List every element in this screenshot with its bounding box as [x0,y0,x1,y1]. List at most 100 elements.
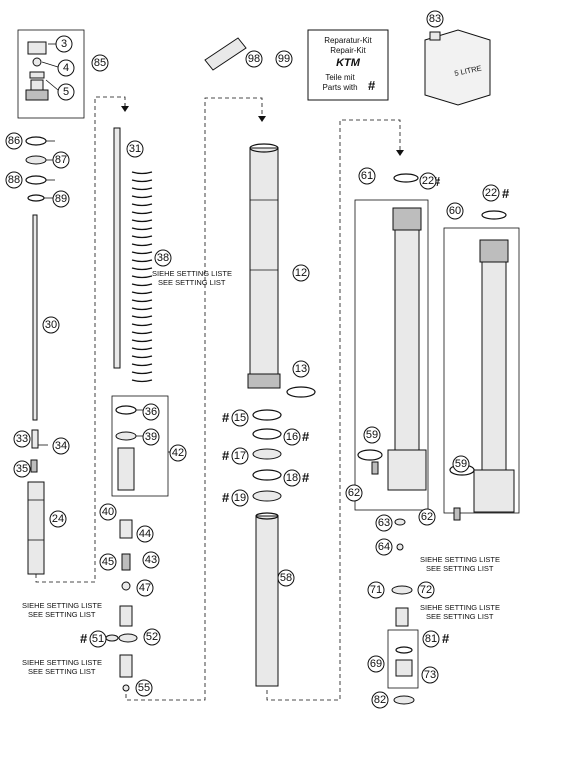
callout-88: 88 [5,171,23,189]
hash-marker-22b: # [502,186,510,201]
hash-marker-15: # [222,410,230,425]
callout-85: 85 [91,54,109,72]
svg-text:36: 36 [145,406,157,418]
svg-text:88: 88 [8,174,20,186]
svg-text:16: 16 [286,431,298,443]
callout-62a: 62 [345,484,363,502]
svg-text:31: 31 [129,143,141,155]
svg-text:81: 81 [425,633,437,645]
svg-text:SEE SETTING LIST: SEE SETTING LIST [28,667,96,676]
callout-81: 81 [422,630,440,648]
svg-text:SEE SETTING LIST: SEE SETTING LIST [426,564,494,573]
callout-42: 42 [169,444,187,462]
kit-line-1: Reparatur-Kit [324,36,372,45]
fork-leg-60 [443,210,520,521]
ktm-logo: KTM [336,57,361,69]
callout-82: 82 [371,691,389,709]
svg-text:62: 62 [421,511,433,523]
svg-text:12: 12 [295,267,307,279]
callout-61: 61 [358,167,376,185]
svg-text:SEE SETTING LIST: SEE SETTING LIST [426,612,494,621]
hash-marker-17: # [222,448,230,463]
callout-39: 39 [142,428,160,446]
callout-17: 17 [231,447,249,465]
outer-tube-column [247,119,404,701]
svg-text:SIEHE SETTING LISTE: SIEHE SETTING LISTE [152,269,232,278]
svg-text:15: 15 [234,412,246,424]
svg-text:55: 55 [138,682,150,694]
callout-19: 19 [231,489,249,507]
svg-text:38: 38 [157,252,169,264]
svg-text:40: 40 [102,506,114,518]
svg-text:SIEHE SETTING LISTE: SIEHE SETTING LISTE [22,601,102,610]
svg-text:4: 4 [63,62,69,74]
svg-text:71: 71 [370,584,382,596]
svg-text:44: 44 [139,528,151,540]
svg-text:SIEHE SETTING LISTE: SIEHE SETTING LISTE [22,658,102,667]
svg-text:73: 73 [424,669,436,681]
svg-text:5: 5 [63,86,69,98]
svg-text:62: 62 [348,487,360,499]
callout-55: 55 [135,679,153,697]
svg-text:89: 89 [55,193,67,205]
hash-marker-51: # [80,631,88,646]
svg-text:35: 35 [16,463,28,475]
svg-text:42: 42 [172,447,184,459]
svg-text:22: 22 [422,175,434,187]
hash-marker-19: # [222,490,230,505]
callout-36: 36 [142,403,160,421]
svg-text:39: 39 [145,431,157,443]
svg-text:72: 72 [420,584,432,596]
callout-24: 24 [49,510,67,528]
svg-text:87: 87 [55,154,67,166]
left-column-parts [25,96,129,583]
callout-73: 73 [421,666,439,684]
callout-87: 87 [52,151,70,169]
callout-5: 5 [57,83,75,101]
grease-tube [204,37,247,71]
svg-text:64: 64 [378,541,390,553]
callout-64: 64 [375,538,393,556]
callout-52: 52 [143,628,161,646]
svg-text:45: 45 [102,556,114,568]
callout-34: 34 [52,437,70,455]
callout-62b: 62 [418,508,436,526]
svg-text:SIEHE SETTING LISTE: SIEHE SETTING LISTE [420,603,500,612]
setting-note-3: SIEHE SETTING LISTE SEE SETTING LIST [22,658,102,676]
kit-line-4: Parts with [322,83,357,92]
callout-44: 44 [136,525,154,543]
svg-text:51: 51 [92,633,104,645]
kit-line-2: Repair-Kit [330,46,366,55]
callout-16: 16 [283,428,301,446]
svg-text:30: 30 [45,319,57,331]
kit-symbol: # [368,78,376,93]
callout-89: 89 [52,190,70,208]
callout-71: 71 [367,581,385,599]
hash-marker-16: # [302,429,310,444]
svg-text:61: 61 [361,170,373,182]
callout-72: 72 [417,581,435,599]
callout-33: 33 [13,430,31,448]
callout-22a: 22 [419,172,437,190]
callout-40: 40 [99,503,117,521]
svg-text:SIEHE SETTING LISTE: SIEHE SETTING LISTE [420,555,500,564]
damper-cartridge-column [105,97,266,701]
callout-98: 98 [245,50,263,68]
svg-text:3: 3 [61,38,67,50]
callout-47: 47 [136,579,154,597]
callout-15: 15 [231,409,249,427]
callout-35: 35 [13,460,31,478]
callout-22b: 22 [482,184,500,202]
callout-38: 38 [154,249,172,267]
svg-text:63: 63 [378,517,390,529]
callout-43: 43 [142,551,160,569]
svg-text:83: 83 [429,13,441,25]
callout-60: 60 [446,202,464,220]
svg-text:52: 52 [146,631,158,643]
compression-parts [387,518,419,705]
callout-4: 4 [57,59,75,77]
svg-text:86: 86 [8,135,20,147]
hash-marker-81: # [442,631,450,646]
svg-text:58: 58 [280,572,292,584]
